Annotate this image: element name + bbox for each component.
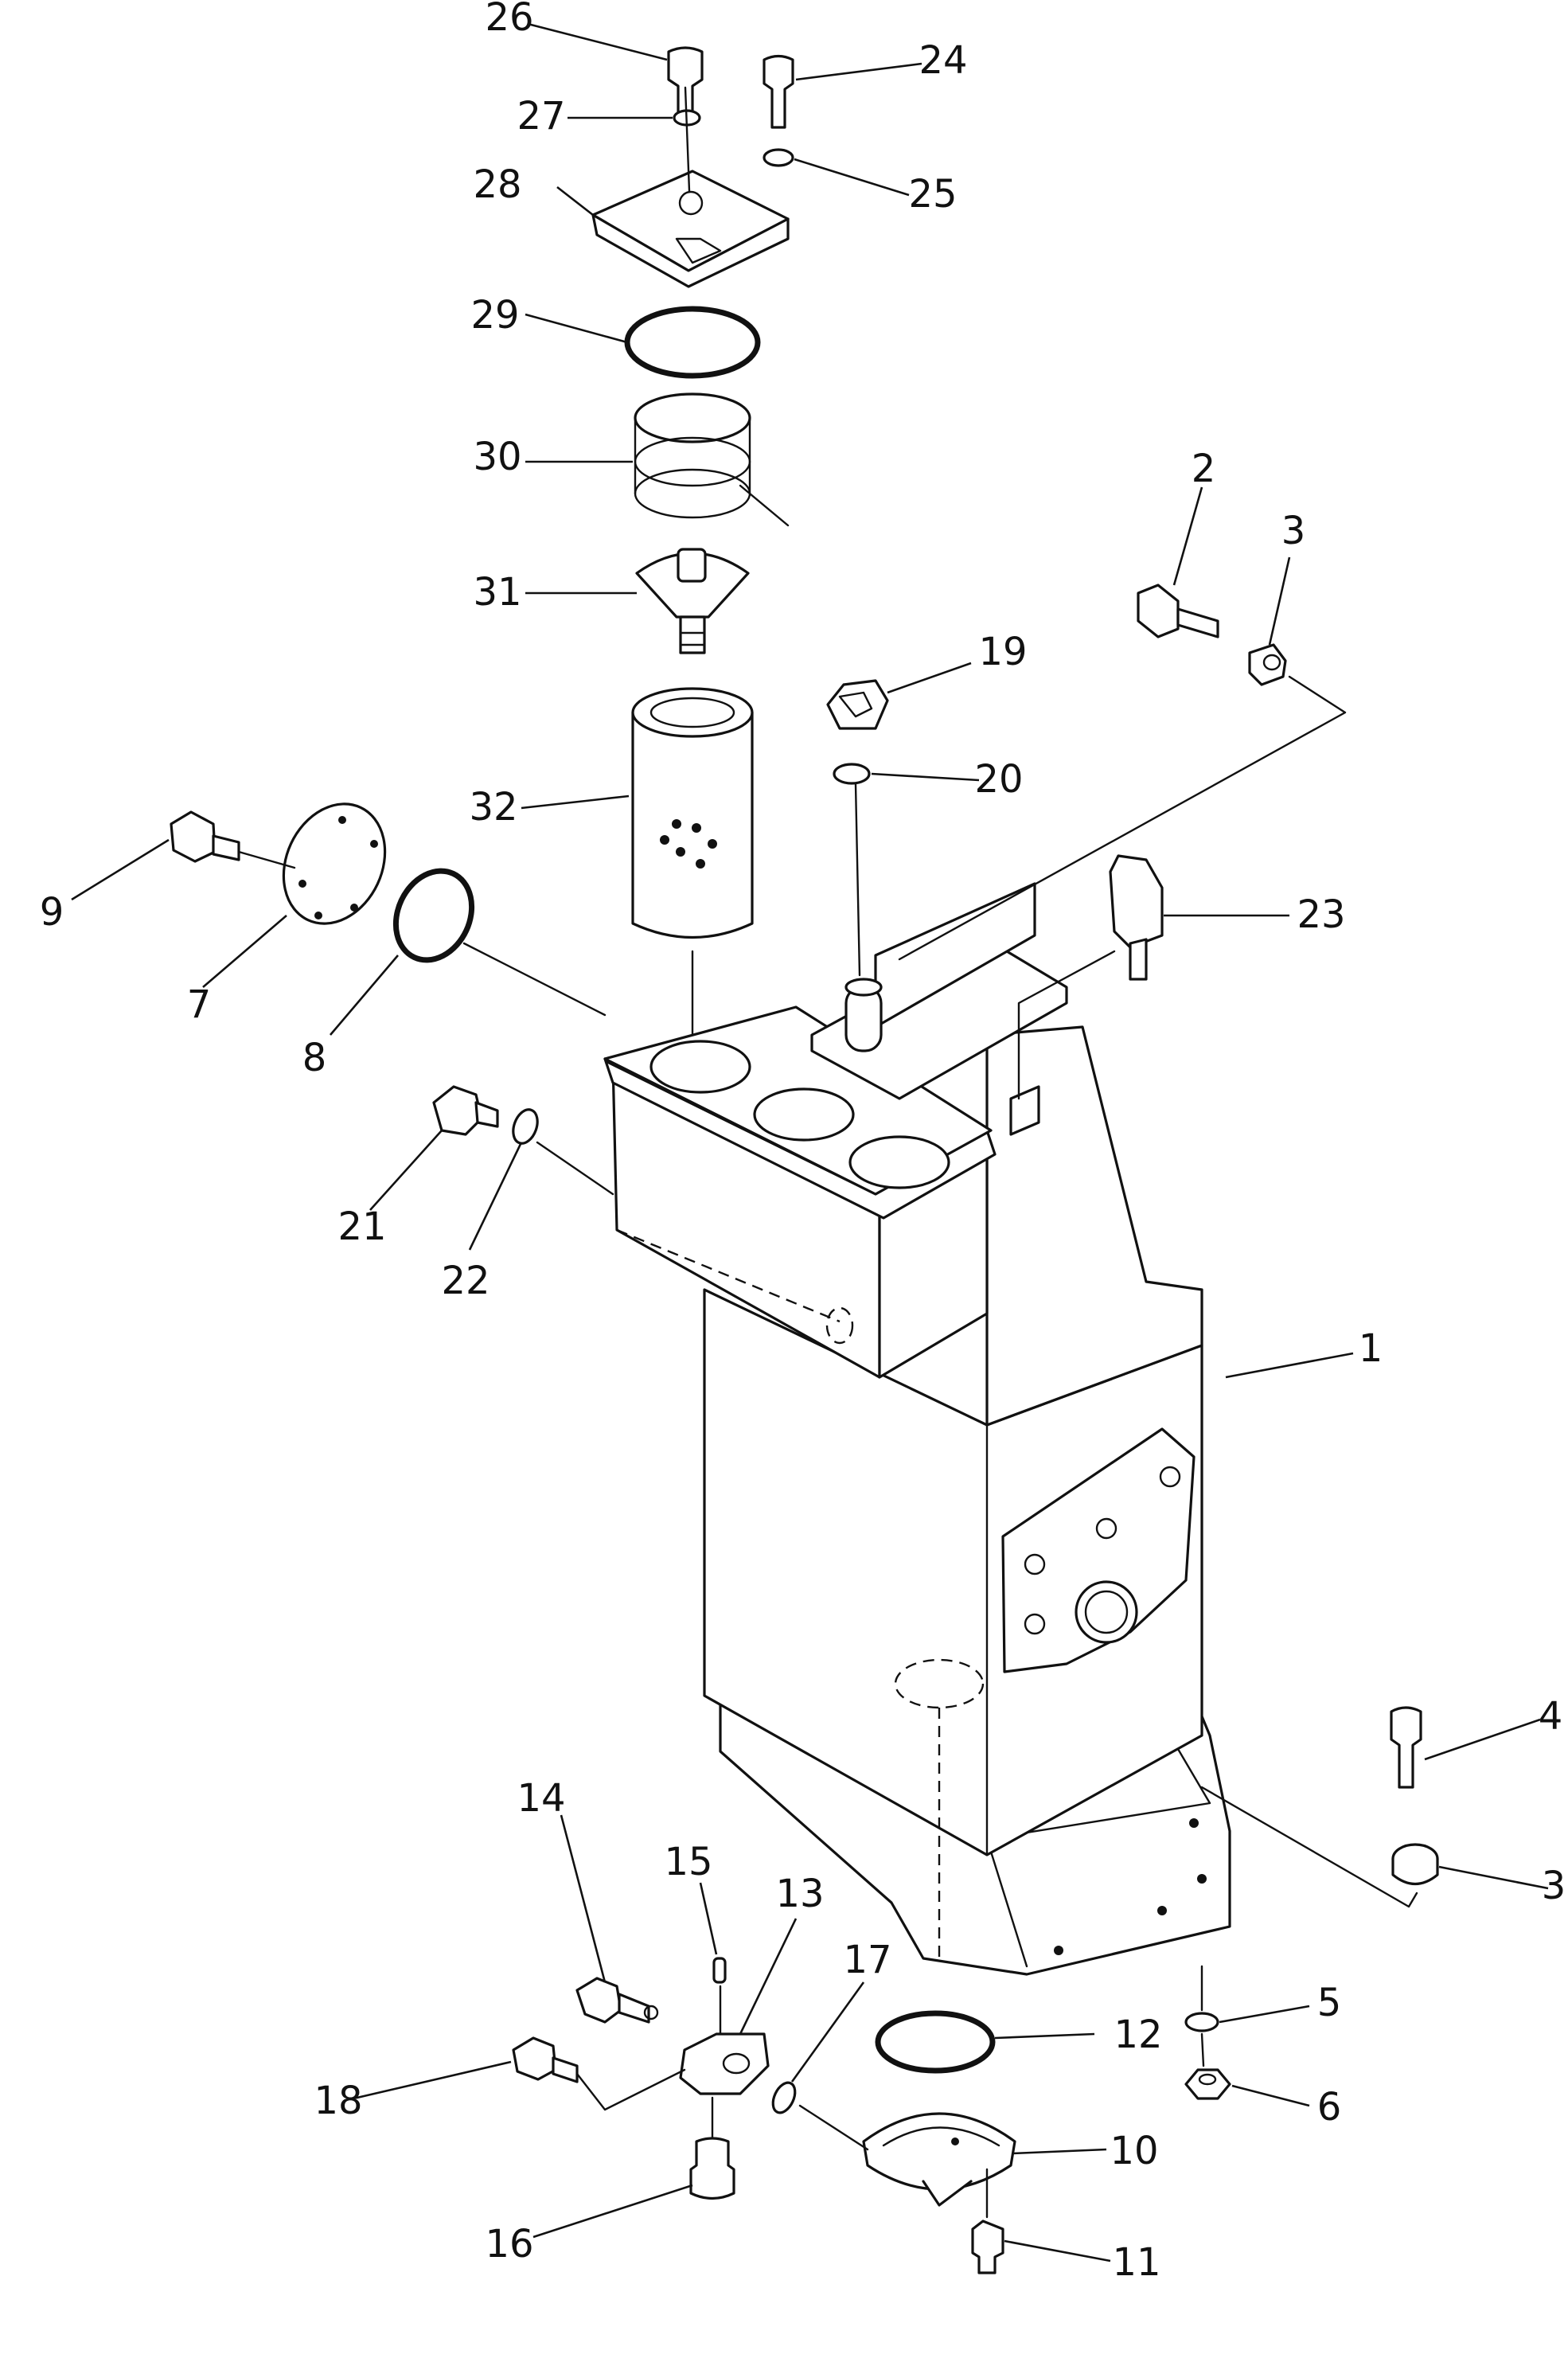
- washer-25: [763, 148, 794, 167]
- callout-24: 24: [919, 38, 967, 83]
- o-ring-17: [771, 2081, 797, 2114]
- callout-28: 28: [473, 162, 521, 207]
- plug-21: [432, 1085, 499, 1136]
- bottom-cover: [862, 2112, 1016, 2207]
- callout-21: 21: [337, 1204, 386, 1249]
- callout-17: 17: [843, 1938, 891, 1982]
- callout-2: 2: [1192, 447, 1216, 491]
- callout-11: 11: [1112, 2240, 1160, 2285]
- plug-14: [575, 1977, 659, 2024]
- bolt-11: [971, 2219, 1004, 2274]
- callout-6: 6: [1317, 2085, 1342, 2130]
- callout-15: 15: [664, 1840, 712, 1884]
- filler-cap: [826, 679, 889, 730]
- callout-30: 30: [473, 435, 521, 479]
- callout-12: 12: [1114, 2013, 1162, 2057]
- callout-27: 27: [517, 94, 565, 139]
- filter-bolt-24: [763, 54, 794, 129]
- spacer-3-bottom: [1391, 1843, 1439, 1885]
- sensor: [1109, 854, 1164, 981]
- callout-5: 5: [1317, 1981, 1342, 2025]
- callout-labels: 26 24 27 25 28 29 30 31 32 2 3 19 20 23 …: [40, 0, 1566, 2285]
- elbow-block: [679, 2032, 770, 2095]
- callout-16: 16: [485, 2222, 533, 2266]
- callout-9: 9: [40, 890, 64, 935]
- callout-10: 10: [1110, 2129, 1158, 2173]
- pin-15: [712, 1957, 727, 1984]
- callout-7: 7: [187, 982, 212, 1027]
- bolt-4: [1390, 1706, 1422, 1789]
- leader-lines: [71, 22, 1549, 2262]
- filter-element: [631, 687, 754, 939]
- valve: [635, 548, 750, 654]
- washer-5: [1184, 2012, 1219, 2032]
- callout-26: 26: [485, 0, 533, 40]
- o-ring-22: [512, 1108, 539, 1145]
- callout-22: 22: [441, 1259, 490, 1303]
- callout-1: 1: [1359, 1326, 1383, 1371]
- tank-body: [603, 882, 1231, 1976]
- bolt-2: [1137, 584, 1219, 638]
- callout-25: 25: [908, 172, 957, 217]
- o-ring-29: [624, 306, 761, 379]
- callout-3-top: 3: [1281, 509, 1306, 553]
- filter-cover: [591, 170, 790, 288]
- callout-18: 18: [314, 2079, 362, 2123]
- gasket-20: [833, 763, 871, 785]
- callout-32: 32: [469, 785, 517, 830]
- callout-14: 14: [517, 1776, 565, 1821]
- callout-20: 20: [974, 757, 1023, 802]
- callout-3-bottom: 3: [1542, 1864, 1566, 1908]
- spring: [634, 392, 751, 519]
- bolt-18: [512, 2036, 579, 2083]
- bolt-9: [170, 810, 240, 863]
- o-ring-12: [875, 2010, 996, 2074]
- callout-19: 19: [978, 630, 1027, 674]
- callout-29: 29: [470, 293, 519, 338]
- callout-23: 23: [1297, 892, 1345, 937]
- plug-16: [689, 2137, 735, 2200]
- o-ring-8: [392, 868, 475, 963]
- spacer-3-top: [1248, 643, 1287, 686]
- cover-plate: [282, 802, 387, 925]
- callout-13: 13: [775, 1872, 824, 1916]
- nut-6: [1184, 2068, 1231, 2100]
- callout-4: 4: [1539, 1694, 1563, 1739]
- callout-31: 31: [473, 570, 521, 615]
- callout-8: 8: [302, 1036, 327, 1080]
